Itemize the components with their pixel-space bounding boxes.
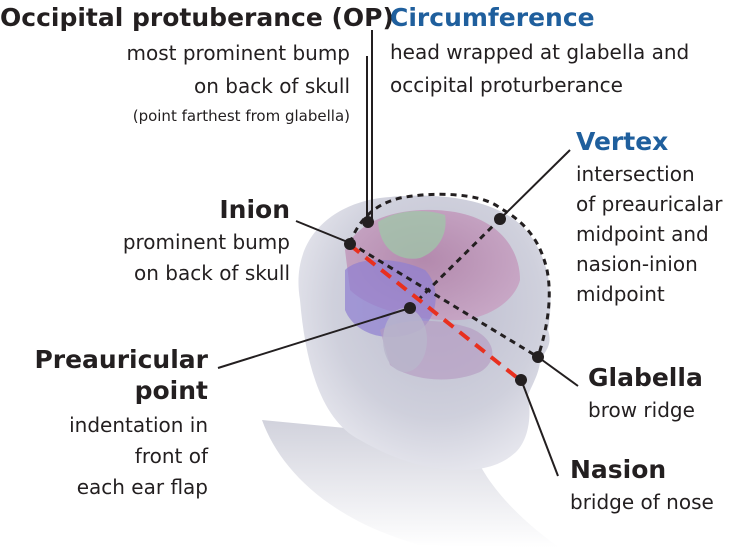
- occipital-protuberance-title: Occipital protuberance (OP): [0, 3, 394, 32]
- glabella-point: [532, 351, 544, 363]
- occipital-protuberance-desc: most prominent bump on back of skull (po…: [0, 41, 351, 125]
- occipital-protuberance-label: Occipital protuberance (OP): [0, 3, 394, 33]
- circumference-desc-line-2: occipital proturberance: [390, 72, 623, 97]
- nasion-point: [515, 374, 527, 386]
- preauricular-desc-line-1: indentation in: [69, 412, 208, 437]
- inion-point: [344, 238, 356, 250]
- inion-title: Inion: [219, 195, 290, 224]
- leader-nasion: [521, 381, 559, 477]
- vertex-point: [494, 213, 506, 225]
- preauricular-desc-line-3: each ear flap: [76, 474, 208, 499]
- glabella-label: Glabella brow ridge: [588, 363, 703, 422]
- leader-vertex: [499, 149, 571, 220]
- occipital-desc-line-1: most prominent bump: [126, 41, 351, 65]
- vertex-label: Vertex intersection of preauricalar midp…: [576, 127, 723, 306]
- vertex-desc-line-2: of preauricalar: [576, 191, 723, 216]
- preauricular-desc-line-2: front of: [134, 443, 208, 468]
- vertex-desc-line-5: midpoint: [576, 281, 665, 306]
- preauricular-point-label: Preauricular point indentation in front …: [0, 345, 208, 499]
- glabella-title: Glabella: [588, 363, 703, 392]
- preauricular-title-line-2: point: [134, 375, 208, 405]
- glabella-desc-line-1: brow ridge: [588, 397, 695, 422]
- inion-desc-line-2: on back of skull: [134, 260, 290, 285]
- inion-glabella-dashed-line: [349, 241, 539, 359]
- inion-label: Inion prominent bump on back of skull: [0, 195, 290, 285]
- inion-desc-line-1: prominent bump: [122, 229, 290, 254]
- circumference-dashed-line: [348, 192, 551, 358]
- brain-green-region: [378, 210, 446, 259]
- leader-preauricular: [217, 307, 411, 369]
- occipital-protuberance-point: [362, 216, 374, 228]
- vertex-desc-line-1: intersection: [576, 161, 695, 186]
- ear: [383, 308, 427, 372]
- preauricular-point: [404, 302, 416, 314]
- occipital-desc-note: (point farthest from glabella): [132, 107, 350, 125]
- nasion-desc-line-1: bridge of nose: [570, 489, 714, 514]
- leader-glabella: [537, 356, 579, 387]
- leader-inion: [295, 220, 351, 244]
- occipital-desc-line-2: on back of skull: [194, 74, 350, 98]
- vertex-desc-line-4: nasion-inion: [576, 251, 698, 276]
- nasion-inion-red-dashed-line: [348, 243, 522, 382]
- circumference-title: Circumference: [390, 3, 595, 32]
- circumference-label: Circumference head wrapped at glabella a…: [390, 3, 690, 97]
- vertex-desc-line-3: midpoint and: [576, 221, 709, 246]
- preauricular-title-line-1: Preauricular: [34, 345, 208, 374]
- circumference-desc-line-1: head wrapped at glabella and: [390, 39, 690, 64]
- nasion-label: Nasion bridge of nose: [570, 455, 714, 514]
- neck-silhouette: [262, 420, 560, 548]
- nasion-title: Nasion: [570, 455, 667, 484]
- vertex-title: Vertex: [576, 127, 669, 156]
